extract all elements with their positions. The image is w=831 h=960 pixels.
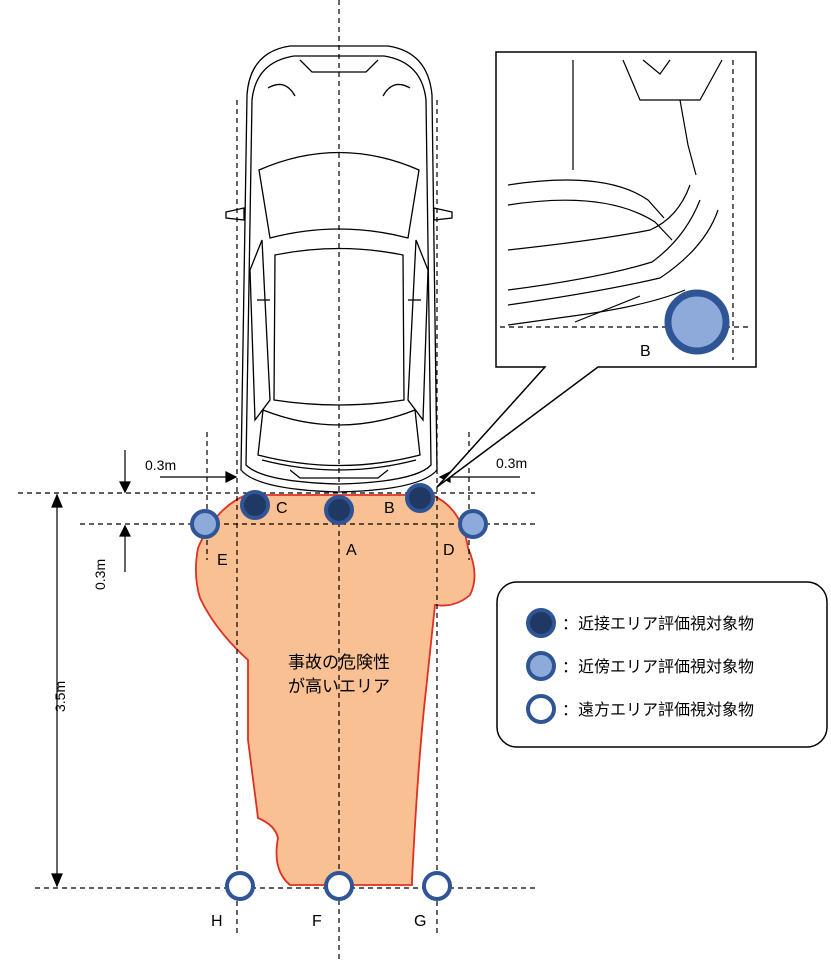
length-label: 3.5m	[52, 681, 68, 712]
point-a-label: A	[346, 542, 357, 559]
car-top-view	[225, 45, 453, 493]
inset-point-b-label: B	[640, 343, 651, 360]
point-d-label: D	[443, 542, 455, 559]
point-d-marker	[458, 509, 488, 539]
point-f-label: F	[312, 913, 322, 930]
point-h-label: H	[211, 913, 223, 930]
point-c-marker	[240, 490, 270, 520]
front-offset-label: 0.3m	[92, 559, 108, 590]
point-e-label: E	[217, 552, 228, 569]
point-g-marker	[422, 871, 452, 901]
point-g-label: G	[414, 913, 426, 930]
legend-near-contact-swatch	[526, 608, 556, 638]
point-c-label: C	[276, 500, 288, 517]
point-e-marker	[190, 509, 220, 539]
point-a-marker	[324, 495, 354, 525]
zone-label-line1: 事故の危険性	[288, 653, 390, 673]
risk-zone	[195, 494, 476, 886]
point-h-marker	[225, 871, 255, 901]
point-b-marker	[405, 483, 435, 513]
inset-detail	[500, 59, 752, 360]
inset-callout	[436, 51, 757, 488]
legend-far-swatch	[526, 694, 556, 724]
legend-box	[496, 581, 828, 748]
side-offset-label-right: 0.3m	[496, 455, 527, 471]
point-b-label: B	[384, 500, 395, 517]
side-offset-label-left: 0.3m	[145, 457, 176, 473]
zone-label-line2: が高いエリア	[288, 677, 390, 697]
legend-near-contact-label: ：近接エリア評価視対象物	[562, 614, 754, 633]
point-f-marker	[324, 871, 354, 901]
legend-nearby-label: ：近傍エリア評価視対象物	[562, 657, 754, 676]
legend-far-label: ：遠方エリア評価視対象物	[562, 700, 754, 719]
inset-point-b-marker	[664, 289, 730, 355]
legend-nearby-swatch	[526, 651, 556, 681]
